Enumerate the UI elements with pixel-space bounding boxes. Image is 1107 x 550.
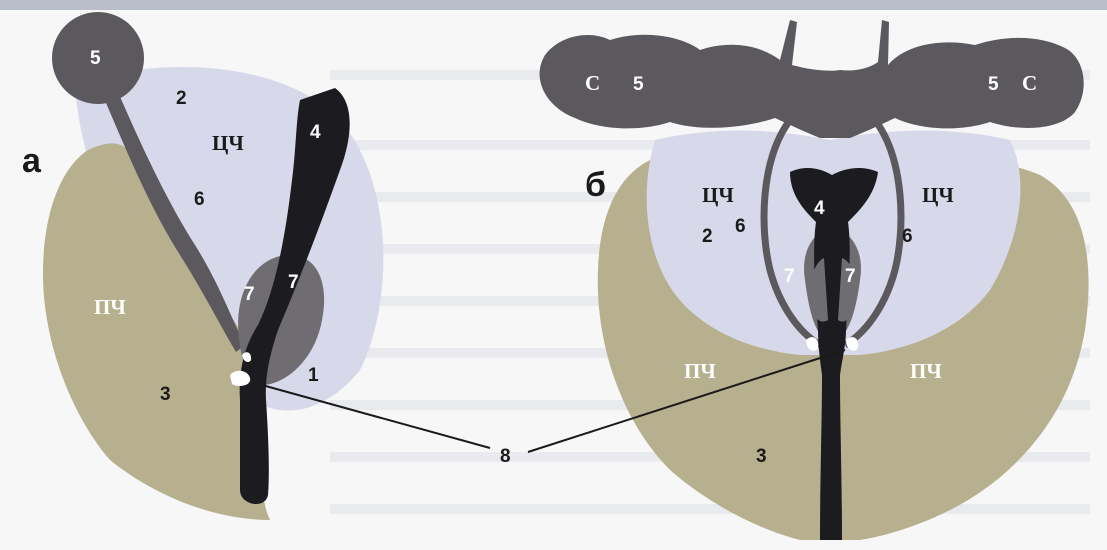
label-7b-a: 7	[288, 272, 299, 293]
label-6-a: 6	[194, 189, 205, 210]
panel-letter-b: б	[585, 166, 606, 204]
label-8: 8	[500, 446, 511, 467]
label-7-left-b: 7	[784, 266, 795, 287]
label-1-a: 1	[308, 365, 319, 386]
label-c-left-b: С	[585, 71, 600, 95]
leader-line-8-a	[262, 385, 490, 448]
label-central-left-b: ЦЧ	[702, 183, 734, 207]
label-5-a: 5	[90, 48, 101, 69]
label-c-right-b: С	[1022, 71, 1037, 95]
label-4-a: 4	[310, 122, 321, 143]
label-7-right-b: 7	[845, 266, 856, 287]
label-central-right-b: ЦЧ	[922, 183, 954, 207]
seminal-vesicles-b	[540, 20, 1084, 138]
panel-letter-a: а	[22, 142, 42, 180]
label-central-zone-a: ЦЧ	[212, 131, 244, 155]
label-2-a: 2	[176, 88, 187, 109]
label-5-right-b: 5	[988, 74, 999, 95]
panel-a: 5 2 ЦЧ 4 6 7 7 ПЧ 1 3 а	[22, 12, 383, 520]
label-7a-a: 7	[244, 284, 255, 305]
label-6-right-b: 6	[902, 226, 913, 247]
label-3-b: 3	[756, 446, 767, 467]
label-2-b: 2	[702, 226, 713, 247]
label-peripheral-zone-a: ПЧ	[94, 295, 126, 319]
label-5-left-b: 5	[633, 74, 644, 95]
label-peripheral-left-b: ПЧ	[684, 359, 716, 383]
label-3-a: 3	[160, 384, 171, 405]
label-6-left-b: 6	[735, 216, 746, 237]
label-4-b: 4	[814, 198, 825, 219]
label-peripheral-right-b: ПЧ	[910, 359, 942, 383]
